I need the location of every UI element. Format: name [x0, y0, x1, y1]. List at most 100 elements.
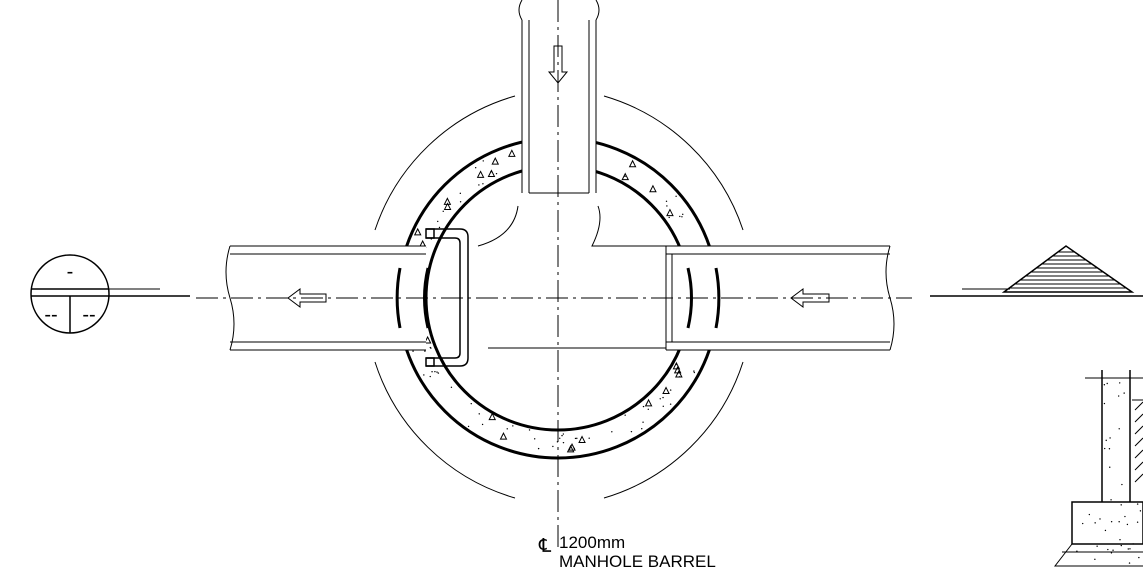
flow-arrow-down — [547, 45, 569, 84]
hatch-dot — [495, 172, 498, 175]
hatch-dot — [562, 441, 565, 444]
hatch-dot — [424, 350, 426, 352]
detail-hatch-dot — [1096, 545, 1098, 547]
detail-hatch-dot — [1094, 558, 1096, 561]
barrel-type-label: MANHOLE BARREL — [559, 552, 716, 571]
hatch-dot — [412, 350, 414, 352]
hatch-aggregate — [488, 412, 497, 421]
hatch-aggregate — [491, 157, 500, 165]
hatch-dot — [552, 445, 554, 448]
hatch-dot — [668, 216, 670, 219]
detail-hatch-dot — [1119, 382, 1121, 384]
hatch-dot — [559, 437, 561, 439]
section-marker-bottom-right: -- — [82, 304, 95, 326]
inlet-pipe-top — [518, 0, 600, 197]
hatch-dot — [450, 386, 453, 389]
hatch-aggregate — [675, 369, 683, 378]
benching-channel — [477, 205, 688, 349]
detail-hatch-dot — [1108, 448, 1111, 450]
flow-arrow-left-inlet — [790, 288, 830, 308]
detail-hatch-dot — [1094, 522, 1096, 524]
hatch-dot — [533, 438, 536, 440]
detail-hatch-dot — [1104, 447, 1106, 450]
hatch-dot — [474, 166, 477, 169]
hatch-dot — [467, 425, 470, 428]
hatch-dot — [478, 413, 480, 415]
hatch-dot — [442, 210, 444, 212]
hatch-aggregate — [621, 172, 630, 181]
section-marker-bottom-left: -- — [44, 304, 57, 326]
hatch-dot — [562, 433, 565, 435]
hatch-dot — [659, 398, 661, 400]
hatch-aggregate — [487, 169, 496, 177]
hatch-dot — [693, 370, 695, 372]
excavation-outline — [374, 95, 744, 499]
detail-hatch-dot — [1139, 510, 1142, 512]
detail-hatch-dot — [1099, 518, 1101, 520]
hatch-dot — [662, 396, 664, 399]
hatch-dot — [434, 370, 436, 373]
hatch-aggregate — [578, 435, 586, 444]
detail-hatch-dot — [1124, 515, 1126, 518]
hatch-dot — [431, 371, 433, 373]
hatch-dot — [459, 201, 462, 203]
detail-hatch-dot — [1136, 521, 1139, 523]
hatch-dot — [429, 375, 431, 378]
hatch-dot — [561, 434, 563, 437]
hatch-dot — [682, 213, 684, 216]
flow-arrow-left-outlet — [287, 288, 327, 308]
detail-hatch-dot — [1106, 382, 1108, 385]
hatch-dot — [679, 215, 681, 218]
hatch-aggregate — [628, 159, 637, 168]
detail-hatch-dot — [1119, 538, 1121, 541]
hatch-aggregate — [566, 444, 575, 453]
hatch-aggregate — [508, 149, 516, 157]
hatch-dot — [459, 192, 462, 195]
detail-hatch-dot — [1129, 548, 1131, 550]
detail-hatch-dot — [1127, 548, 1129, 550]
detail-hatch-dot — [1082, 522, 1084, 525]
detail-hatch-dot — [1132, 543, 1134, 545]
hatch-dot — [438, 226, 441, 229]
detail-hatch-dot — [1103, 402, 1106, 405]
hatch-dot — [482, 183, 484, 185]
hatch-dot — [437, 372, 440, 374]
hatch-dot — [678, 376, 681, 378]
hatch-dot — [437, 220, 439, 223]
hatch-dot — [436, 371, 438, 373]
hatch-aggregate — [413, 227, 422, 236]
barrel-size-label: 1200mm — [559, 533, 625, 552]
section-marker: - -- -- — [30, 254, 190, 334]
hatch-dot — [641, 428, 643, 430]
hatch-dot — [693, 371, 696, 374]
detail-hatch-dot — [1117, 395, 1120, 397]
ground-level-symbol — [930, 245, 1143, 297]
detail-hatch-dot — [1121, 483, 1123, 486]
hatch-dot — [490, 171, 492, 173]
hatch-dot — [665, 200, 668, 202]
centreline-note: ℄ 1200mm MANHOLE BARREL — [538, 533, 716, 571]
hatch-aggregate — [649, 184, 657, 193]
hatch-aggregate — [644, 398, 653, 407]
detail-hatch-dot — [1118, 521, 1120, 523]
detail-hatch-dot — [1104, 529, 1107, 532]
hatch-dot — [478, 184, 480, 186]
hatch-dot — [642, 405, 645, 408]
hatch-dot — [481, 423, 484, 426]
hatch-dot — [675, 195, 677, 198]
detail-hatch-dot — [1088, 513, 1091, 516]
hatch-aggregate — [666, 208, 674, 217]
hatch-dot — [647, 408, 649, 410]
hatch-dot — [430, 347, 432, 349]
hatch-dot — [624, 175, 626, 178]
detail-hatch-dot — [1110, 552, 1113, 554]
hatch-dot — [624, 414, 626, 416]
detail-hatch-dot — [1120, 544, 1122, 547]
hatch-dot — [573, 447, 575, 450]
hatch-dot — [666, 205, 668, 207]
hatch-dot — [506, 428, 508, 430]
detail-hatch-dot — [1138, 556, 1140, 559]
hatch-aggregate — [423, 335, 432, 344]
hatch-dot — [537, 447, 540, 450]
